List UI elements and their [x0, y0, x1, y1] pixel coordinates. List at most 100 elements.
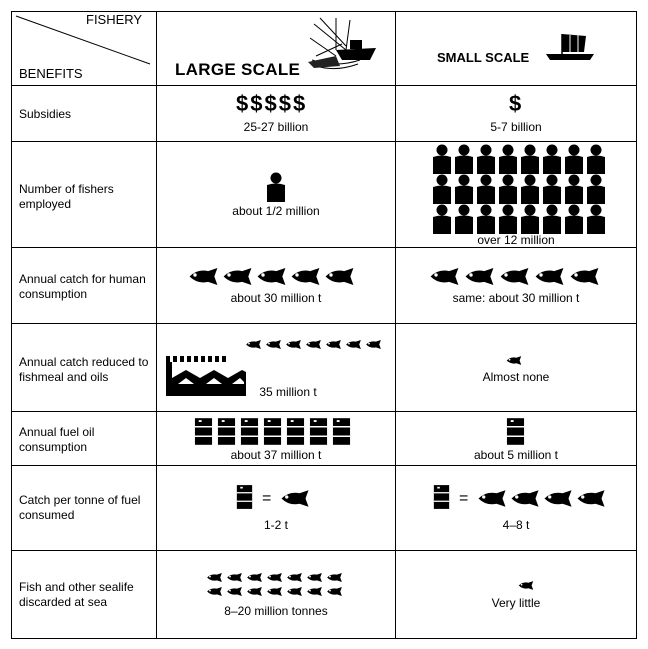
oil-barrel-icon — [506, 418, 525, 445]
person-icon — [565, 204, 583, 234]
person-icon — [477, 174, 495, 204]
fish-icon — [544, 490, 572, 507]
fish-icon — [511, 490, 539, 507]
oil-barrel-icon — [332, 418, 351, 445]
large-scale-title: LARGE SCALE — [175, 60, 301, 79]
row-label-fuel: Annual fuel oil consumption — [19, 425, 95, 454]
person-icon — [433, 174, 451, 204]
catch-per-fuel-small-value: 4–8 t — [502, 518, 530, 532]
fishmeal-large-value: 35 million t — [259, 385, 317, 399]
fish-icon — [281, 490, 309, 507]
equals-sign: = — [459, 490, 469, 507]
fish-icon — [500, 268, 529, 285]
fish-icon — [478, 490, 506, 507]
fish-icon — [227, 587, 242, 596]
fish-icon — [287, 573, 302, 582]
fish-icon — [570, 268, 599, 285]
row-label-fishmeal: Annual catch reduced to fishmeal and oil… — [19, 355, 149, 384]
fish-icon — [207, 587, 222, 596]
fish-icon — [465, 268, 494, 285]
person-icon — [587, 204, 605, 234]
discards-large-value: 8–20 million tonnes — [224, 604, 328, 618]
fish-icon — [306, 340, 321, 349]
person-icon — [267, 172, 285, 202]
person-icon — [543, 144, 561, 174]
fish-icon — [430, 268, 459, 285]
fish-icon — [366, 340, 381, 349]
fish-icon — [286, 340, 301, 349]
industrial-fishing-ship-icon — [308, 17, 376, 70]
row-label-fishers: Number of fishers employed — [19, 182, 114, 211]
person-icon — [499, 174, 517, 204]
dollar-symbols-large: $$$$$ — [236, 91, 308, 116]
person-icon — [433, 204, 451, 234]
subsidies-small-value: 5-7 billion — [490, 120, 542, 134]
fish-icon — [577, 490, 605, 507]
fishers-large-value: about 1/2 million — [232, 204, 320, 218]
oil-barrel-icon — [236, 485, 253, 509]
oil-barrel-icon — [309, 418, 328, 445]
row-label-catch-per-fuel: Catch per tonne of fuel consumed — [19, 493, 141, 522]
small-scale-title: SMALL SCALE — [437, 50, 530, 65]
person-icon — [543, 174, 561, 204]
row-label-discards: Fish and other sealife discarded at sea — [19, 580, 134, 609]
fish-icon — [327, 573, 342, 582]
fish-icon — [346, 340, 361, 349]
fish-icon — [506, 356, 522, 365]
person-icon — [455, 144, 473, 174]
oil-barrel-icon — [286, 418, 305, 445]
fuel-small-value: about 5 million t — [473, 448, 559, 462]
person-icon — [499, 144, 517, 174]
equals-sign: = — [262, 490, 272, 507]
fish-icon — [223, 268, 252, 285]
person-icon — [433, 144, 451, 174]
person-icon — [477, 204, 495, 234]
fish-icon — [246, 340, 261, 349]
oil-barrel-icon — [433, 485, 450, 509]
sailing-boat-icon — [546, 34, 594, 60]
person-icon — [565, 144, 583, 174]
fish-icon — [326, 340, 341, 349]
fish-icon — [189, 268, 218, 285]
oil-barrel-icon — [217, 418, 236, 445]
fish-icon — [307, 573, 322, 582]
fish-icon — [325, 268, 354, 285]
person-icon — [521, 204, 539, 234]
factory-icon — [166, 356, 246, 396]
fish-icon — [267, 573, 282, 582]
human-catch-small-value: same: about 30 million t — [452, 291, 580, 305]
fish-icon — [327, 587, 342, 596]
fish-icon — [266, 340, 281, 349]
fishmeal-small-value: Almost none — [482, 370, 550, 384]
fish-icon — [307, 587, 322, 596]
fish-icon — [247, 573, 262, 582]
dollar-symbol-small: $ — [509, 91, 524, 116]
fish-icon — [535, 268, 564, 285]
catch-per-fuel-large-value: 1-2 t — [263, 518, 288, 532]
fish-icon — [207, 573, 222, 582]
person-icon — [477, 144, 495, 174]
subsidies-large-value: 25-27 billion — [243, 120, 309, 134]
row-label-human-catch: Annual catch for human consumption — [19, 272, 146, 301]
oil-barrel-icon — [194, 418, 213, 445]
fish-icon — [257, 268, 286, 285]
person-icon — [587, 144, 605, 174]
corner-fishery-label: FISHERY — [86, 12, 143, 27]
person-icon — [499, 204, 517, 234]
fish-icon — [267, 587, 282, 596]
person-icon — [455, 204, 473, 234]
person-icon — [521, 144, 539, 174]
person-icon — [565, 174, 583, 204]
person-icon — [587, 174, 605, 204]
row-label-subsidies: Subsidies — [19, 107, 72, 121]
oil-barrel-icon — [263, 418, 282, 445]
fish-icon — [227, 573, 242, 582]
corner-benefits-label: BENEFITS — [19, 66, 83, 81]
fishers-small-value: over 12 million — [477, 233, 555, 247]
fish-icon — [291, 268, 320, 285]
fuel-large-value: about 37 million t — [230, 448, 322, 462]
person-icon — [521, 174, 539, 204]
person-icon — [543, 204, 561, 234]
